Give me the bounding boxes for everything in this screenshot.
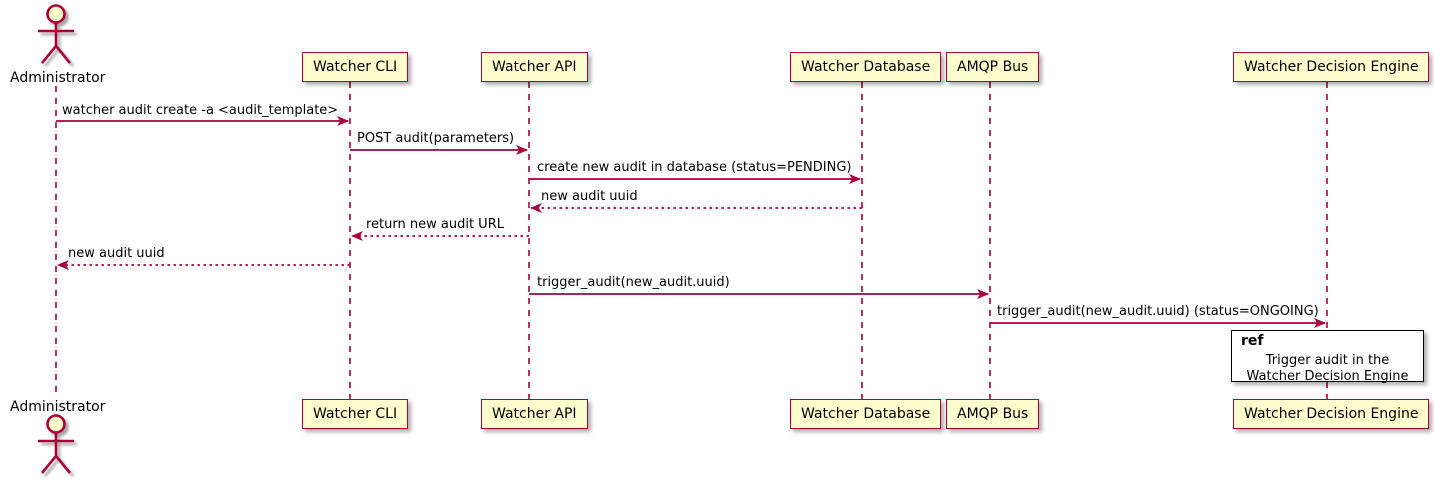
participant-box-watcher-api-top[interactable]: Watcher API [481, 52, 588, 82]
participant-label: Watcher CLI [313, 59, 398, 75]
ref-fragment-line-2: Watcher Decision Engine [1246, 369, 1409, 384]
lifelines [55, 82, 1328, 399]
message-label-m3: create new audit in database (status=PEN… [537, 160, 852, 175]
participant-box-watcher-decision-engine-top[interactable]: Watcher Decision Engine [1233, 52, 1430, 82]
participant-label: Watcher CLI [313, 406, 398, 422]
message-label-m4: new audit uuid [541, 189, 638, 204]
participant-label: AMQP Bus [957, 406, 1029, 422]
participant-box-watcher-database-bottom[interactable]: Watcher Database [790, 399, 942, 429]
participant-label: Watcher Decision Engine [1244, 406, 1419, 422]
participant-box-watcher-decision-engine-bottom[interactable]: Watcher Decision Engine [1233, 399, 1430, 429]
actor-label-administrator-top: Administrator [10, 70, 106, 86]
participant-box-watcher-cli-top[interactable]: Watcher CLI [302, 52, 409, 82]
message-label-m2: POST audit(parameters) [357, 131, 515, 146]
actor-label-administrator-bottom: Administrator [10, 399, 106, 415]
message-label-m1: watcher audit create -a <audit_template> [62, 103, 339, 118]
message-label-m7: trigger_audit(new_audit.uuid) [537, 275, 730, 290]
participant-box-watcher-cli-bottom[interactable]: Watcher CLI [302, 399, 409, 429]
participant-label: Watcher Database [801, 59, 931, 75]
ref-fragment-body: Trigger audit in the Watcher Decision En… [1232, 353, 1423, 385]
participant-label: Watcher API [492, 59, 577, 75]
participant-box-watcher-api-bottom[interactable]: Watcher API [481, 399, 588, 429]
participant-label: Watcher API [492, 406, 577, 422]
participant-label: Watcher Decision Engine [1244, 59, 1419, 75]
participant-box-amqp-bus-top[interactable]: AMQP Bus [946, 52, 1040, 82]
ref-fragment[interactable]: ref Trigger audit in the Watcher Decisio… [1231, 330, 1424, 385]
message-arrows [56, 116, 1326, 328]
ref-fragment-tab-label: ref [1241, 333, 1264, 349]
message-label-m6: new audit uuid [68, 246, 165, 261]
message-label-m8: trigger_audit(new_audit.uuid) (status=ON… [997, 304, 1319, 319]
participant-label: Watcher Database [801, 406, 931, 422]
participant-box-watcher-database-top[interactable]: Watcher Database [790, 52, 942, 82]
message-label-m5: return new audit URL [366, 217, 504, 232]
actor-administrator-top-icon [38, 4, 74, 64]
ref-fragment-line-1: Trigger audit in the [1265, 353, 1390, 368]
participant-box-amqp-bus-bottom[interactable]: AMQP Bus [946, 399, 1040, 429]
actor-administrator-bottom-icon [38, 414, 74, 474]
participant-label: AMQP Bus [957, 59, 1029, 75]
